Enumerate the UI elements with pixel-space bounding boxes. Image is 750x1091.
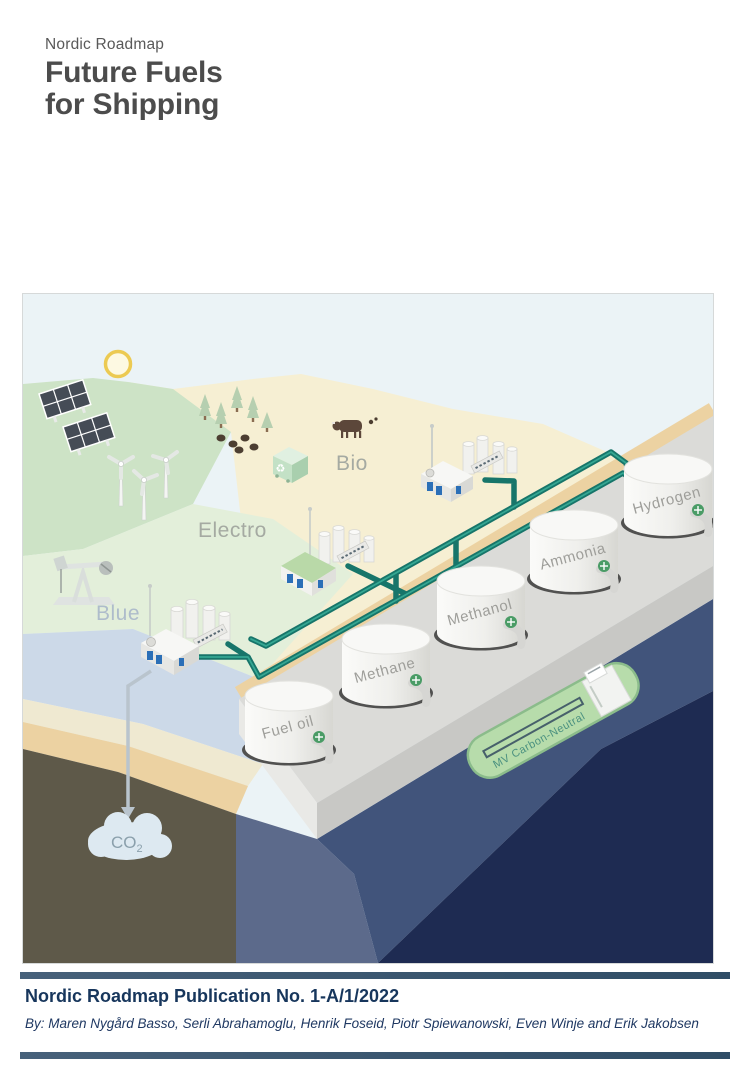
tank-fuel-oil: Fuel oil bbox=[242, 680, 336, 766]
tank-methanol: Methanol bbox=[434, 565, 528, 651]
tank-methane: Methane bbox=[339, 623, 433, 709]
electro-terrain bbox=[23, 504, 353, 679]
bio-fuel-plant bbox=[421, 424, 518, 502]
co2-cloud bbox=[88, 812, 172, 860]
co2-storage: CO2 bbox=[88, 669, 172, 860]
tank-hydrogen: Hydrogen bbox=[621, 453, 713, 539]
solar-panels bbox=[38, 378, 116, 456]
underground-slate bbox=[236, 814, 378, 963]
sea-deep bbox=[378, 691, 713, 963]
footer-rule-bottom bbox=[20, 1052, 730, 1059]
title-line-2: for Shipping bbox=[45, 88, 220, 121]
authors-byline: By: Maren Nygård Basso, Serli Abrahamogl… bbox=[25, 1016, 699, 1031]
fuel-pathways-illustration: MV Carbon-Neutral bbox=[23, 294, 713, 963]
tank-ammonia: Ammonia bbox=[527, 509, 621, 595]
title-line-1: Future Fuels bbox=[45, 56, 223, 89]
report-title: Future Fuels for Shipping bbox=[45, 57, 223, 121]
co2-label: CO2 bbox=[111, 833, 143, 855]
blue-fuel-plant bbox=[141, 584, 231, 675]
bio-region-label: Bio bbox=[336, 452, 368, 475]
sand-strip bbox=[23, 722, 248, 814]
publication-number: Nordic Roadmap Publication No. 1-A/1/202… bbox=[25, 986, 400, 1006]
oil-pumpjack-icon bbox=[53, 555, 115, 605]
electro-fuel-plant bbox=[281, 507, 375, 596]
co2-arrow bbox=[126, 669, 152, 807]
loading-unit bbox=[470, 450, 504, 474]
cover-illustration: MV Carbon-Neutral bbox=[22, 293, 714, 964]
loading-unit bbox=[336, 540, 370, 564]
cream-strip bbox=[23, 699, 263, 786]
loading-unit bbox=[192, 623, 228, 649]
storage-tanks: Hydrogen Ammonia bbox=[242, 453, 713, 766]
cow-icon bbox=[332, 417, 378, 438]
blue-region-label: Blue bbox=[96, 602, 140, 625]
peat-mounds bbox=[216, 434, 259, 454]
electro-region-label: Electro bbox=[198, 519, 267, 542]
recycling-bin-icon: ♻ bbox=[273, 447, 308, 483]
series-kicker: Nordic Roadmap bbox=[45, 36, 165, 53]
forest bbox=[199, 386, 273, 454]
wind-turbines bbox=[107, 450, 179, 521]
header: Nordic Roadmap Future Fuels for Shipping bbox=[45, 36, 223, 121]
footer-rule-top bbox=[20, 972, 730, 979]
svg-text:♻: ♻ bbox=[276, 463, 286, 475]
sun-icon bbox=[103, 349, 133, 379]
